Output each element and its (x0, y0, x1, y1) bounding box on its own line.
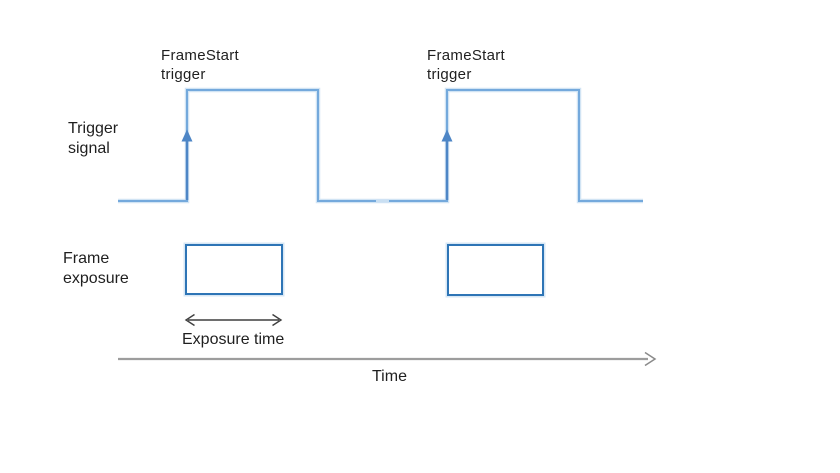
framestart-trigger-label-1: FrameStart trigger (161, 47, 240, 83)
trigger-signal-waveform (118, 89, 643, 202)
trigger-signal-waveform-halo (118, 87, 643, 204)
exposure-time-label: Exposure time (182, 331, 285, 348)
frame-exposure-label: Frame exposure (63, 250, 129, 287)
framestart-trigger-label-2: FrameStart trigger (427, 47, 506, 83)
trigger-signal-label: Trigger signal (68, 120, 119, 157)
time-axis-label: Time (372, 368, 407, 385)
frame-exposure-box-1 (185, 244, 283, 295)
exposure-time-arrow-right-head-icon (272, 313, 283, 327)
trigger-arrow-head-icon-2 (441, 129, 453, 142)
exposure-time-arrow-left-head-icon (184, 313, 195, 327)
time-axis-arrow-head-icon (644, 351, 657, 367)
frame-exposure-box-2 (447, 244, 544, 296)
trigger-arrow-head-icon-1 (181, 129, 193, 142)
